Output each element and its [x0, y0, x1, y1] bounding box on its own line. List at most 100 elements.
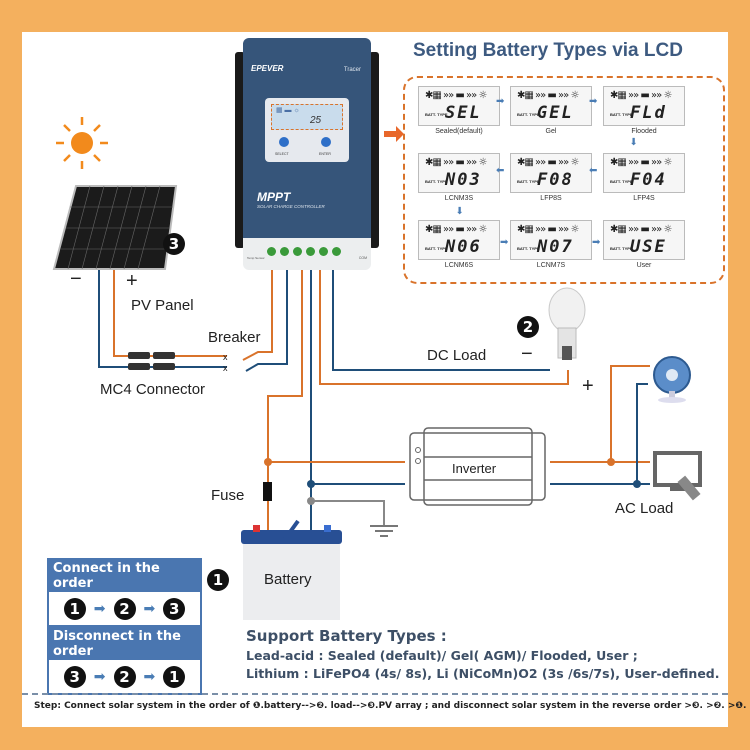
- batt-type-label: BATT. TYPE: [610, 246, 633, 251]
- bulb-icon: [548, 287, 586, 360]
- terminal-load-positive[interactable]: [319, 247, 328, 256]
- connect-order-box: Connect in the order 1 ➡ 2 ➡ 3: [47, 558, 202, 627]
- arrow-down-icon: ➡: [627, 137, 639, 146]
- lcd-icon-row: ✱▦ »» ▬ »» ☼: [610, 90, 672, 101]
- lcd-section-title: Setting Battery Types via LCD: [413, 40, 683, 61]
- lcd-caption: LCNM3S: [444, 195, 474, 202]
- pv-plus-label: +: [126, 270, 138, 292]
- terminal-pv-negative[interactable]: [280, 247, 289, 256]
- lcd-icon-row: ✱▦ »» ▬ »» ☼: [610, 224, 672, 235]
- terminal-pv-positive[interactable]: [267, 247, 276, 256]
- batt-type-label: BATT. TYPE: [425, 246, 448, 251]
- inverter-icon: [409, 427, 546, 506]
- step-badge-pv: 3: [163, 233, 185, 255]
- arrow-right-icon: ➡: [589, 96, 598, 107]
- lcd-icon-row: ✱▦ »» ▬ »» ☼: [610, 157, 672, 168]
- arrow-right-icon: ➡: [500, 237, 509, 248]
- batt-type-label: BATT. TYPE: [517, 112, 540, 117]
- lcd-code: N03: [445, 170, 482, 190]
- enter-label: ENTER: [319, 152, 331, 156]
- ground-wire: [311, 500, 385, 525]
- lcd-icon-row: ✱▦ »» ▬ »» ☼: [425, 157, 487, 168]
- mc4-connector-label: MC4 Connector: [100, 381, 206, 398]
- temp-sensor-port: Temp Sensor: [247, 256, 265, 260]
- connect-order-title: Connect in the order: [49, 560, 200, 592]
- lcd-caption: Flooded: [631, 128, 657, 135]
- arrow-right-icon: ➡: [143, 600, 156, 617]
- controller-bracket-left: [235, 52, 245, 248]
- lcd-code: F04: [630, 170, 667, 190]
- svg-text:x: x: [223, 352, 228, 362]
- lcd-caption: LFP4S: [633, 195, 655, 202]
- select-button[interactable]: [279, 137, 289, 147]
- terminal-battery-negative[interactable]: [306, 247, 315, 256]
- ground-icon: [370, 525, 398, 537]
- lcd-caption: LCNM6S: [444, 262, 474, 269]
- controller-lcd: ▦ ▬ ☼ 25: [271, 104, 343, 130]
- controller-model: MPPT: [257, 190, 291, 204]
- connect-step: 2: [113, 597, 136, 620]
- terminals: [267, 247, 341, 256]
- disconnect-step: 3: [63, 665, 86, 688]
- arrow-down-icon: ➡: [453, 206, 465, 215]
- connect-step: 1: [63, 597, 86, 620]
- lcd-caption: LFP8S: [540, 195, 562, 202]
- disconnect-order-title: Disconnect in the order: [49, 628, 200, 660]
- terminal-battery-positive[interactable]: [293, 247, 302, 256]
- pv-negative-wire: [98, 270, 227, 368]
- lcd-icon-row: ✱▦ »» ▬ »» ☼: [425, 90, 487, 101]
- arrow-right-icon: ➡: [496, 96, 505, 107]
- lcd-code: GEL: [537, 103, 574, 123]
- step-note: Step: Connect solar system in the order …: [34, 701, 747, 711]
- breaker-label: Breaker: [208, 329, 261, 346]
- pv-panel-label: PV Panel: [131, 297, 194, 314]
- lcd-icons: ▦ ▬ ☼: [276, 107, 300, 114]
- lcd-code: USE: [630, 237, 667, 257]
- batt-type-label: BATT. TYPE: [610, 179, 633, 184]
- pv-positive-wire: [113, 270, 227, 357]
- support-heading: Support Battery Types :: [246, 627, 447, 645]
- enter-button[interactable]: [321, 137, 331, 147]
- step-badge-load: 2: [517, 316, 539, 338]
- dc-load-label: DC Load: [427, 347, 487, 364]
- batt-type-label: BATT. TYPE: [517, 179, 540, 184]
- arrow-right-icon: ➡: [93, 600, 106, 617]
- lcd-caption: User: [636, 262, 652, 269]
- lcd-caption: Sealed(default): [435, 128, 483, 135]
- inverter-label: Inverter: [452, 461, 497, 476]
- batt-type-label: BATT. TYPE: [517, 246, 540, 251]
- controller-bracket-right: [369, 52, 379, 248]
- controller-subtitle: SOLAR CHARGE CONTROLLER: [257, 204, 325, 209]
- ac-load-label: AC Load: [615, 500, 674, 517]
- batt-type-label: BATT. TYPE: [425, 112, 448, 117]
- batt-type-label: BATT. TYPE: [425, 179, 448, 184]
- disconnect-step: 2: [113, 665, 136, 688]
- supported-battery-types: Support Battery Types : Lead-acid : Seal…: [246, 627, 720, 681]
- fan-icon: [653, 356, 691, 403]
- terminal-load-negative[interactable]: [332, 247, 341, 256]
- disconnect-step: 1: [163, 665, 186, 688]
- controller-series: Tracer: [343, 67, 361, 73]
- battery-label: Battery: [264, 571, 312, 588]
- breaker-switch: [242, 265, 273, 361]
- arrow-right-icon: ➡: [93, 668, 106, 685]
- tv-icon: [653, 451, 702, 501]
- lcd-icon-row: ✱▦ »» ▬ »» ☼: [517, 90, 579, 101]
- controller-display-panel: ▦ ▬ ☼ 25 SELECT ENTER: [265, 98, 349, 162]
- batt-type-label: BATT. TYPE: [610, 112, 633, 117]
- fuse-icon: [263, 482, 272, 501]
- battery-positive-wire: [267, 265, 303, 530]
- lcd-reading: 25: [310, 115, 322, 126]
- lcd-icon-row: ✱▦ »» ▬ »» ☼: [517, 224, 579, 235]
- arrow-right-icon: ➡: [592, 237, 601, 248]
